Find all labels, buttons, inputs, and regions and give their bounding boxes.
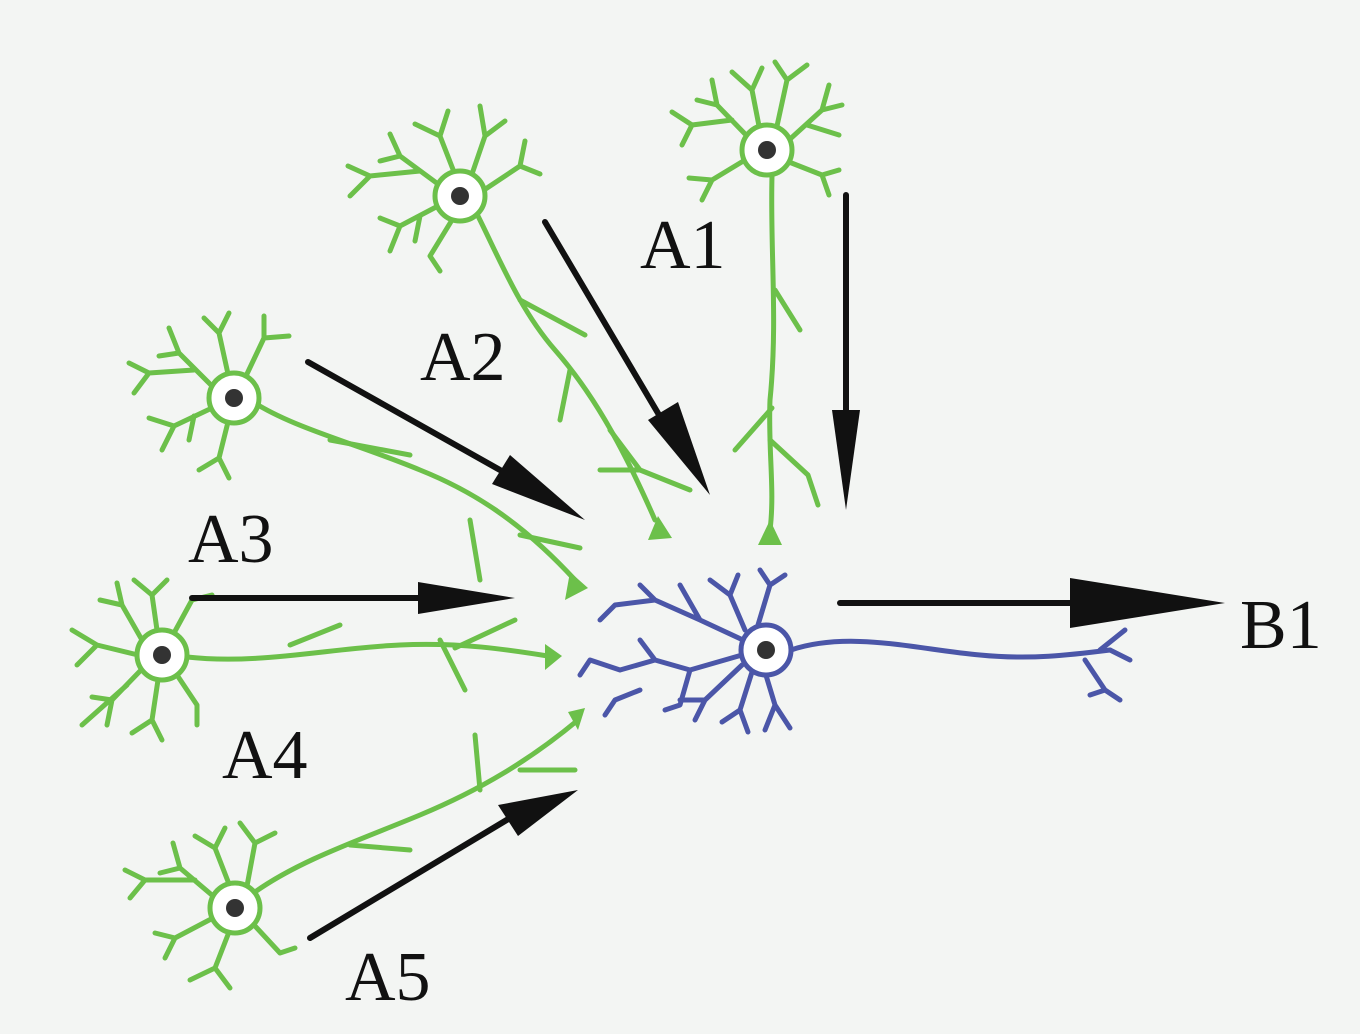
arrow-b1-output bbox=[837, 578, 1225, 628]
label-b1: B1 bbox=[1240, 587, 1322, 664]
neuron-a3 bbox=[126, 310, 588, 600]
neuron-b1 bbox=[577, 567, 1133, 735]
arrow-a1-to-b1 bbox=[832, 192, 860, 510]
arrow-a2-to-b1 bbox=[542, 219, 710, 495]
neuron-a4 bbox=[69, 577, 562, 743]
label-a3: A3 bbox=[188, 501, 274, 578]
neuron-a2 bbox=[345, 103, 693, 540]
arrow-a4-to-b1 bbox=[189, 582, 515, 614]
neuron-a1 bbox=[669, 59, 845, 545]
neuron-a5 bbox=[122, 708, 585, 991]
label-a5: A5 bbox=[345, 939, 431, 1016]
label-a2: A2 bbox=[420, 319, 506, 396]
arrow-a5-to-b1 bbox=[307, 790, 578, 941]
label-a4: A4 bbox=[222, 717, 308, 794]
arrow-a3-to-b1 bbox=[305, 359, 585, 520]
label-a1: A1 bbox=[640, 207, 726, 284]
